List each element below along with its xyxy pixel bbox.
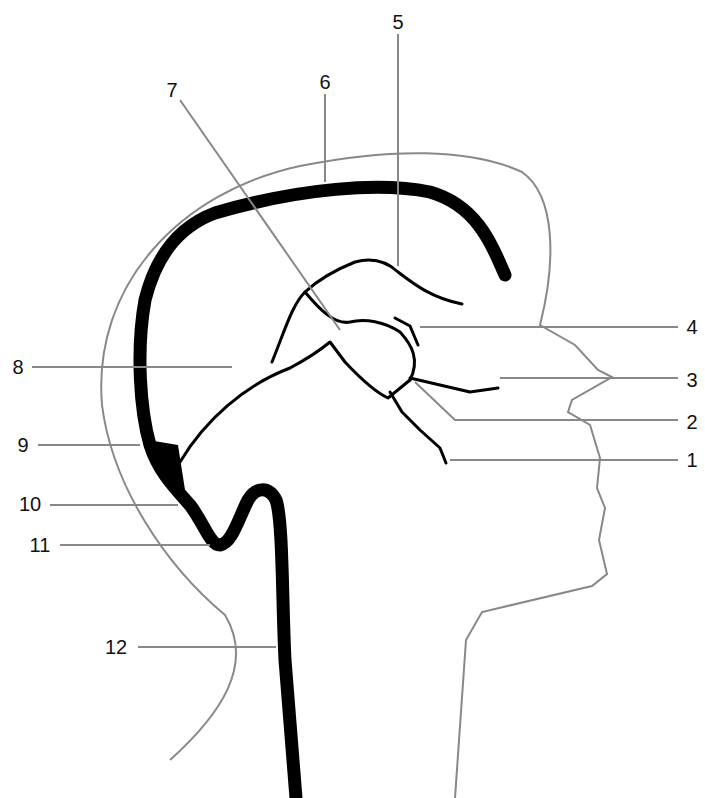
callout-number: 12 (103, 636, 129, 658)
callout-number: 5 (390, 11, 405, 33)
callout-number: 6 (317, 71, 332, 93)
callout-number: 8 (10, 356, 25, 378)
callout-number: 10 (17, 493, 43, 515)
callout-number: 2 (684, 411, 699, 433)
callout-number: 9 (15, 434, 30, 456)
sinus-vessel (140, 187, 505, 798)
leader-lines (32, 34, 678, 647)
callout-number: 7 (164, 79, 179, 101)
cerebral-veins (180, 260, 498, 463)
sinus-confluence (148, 440, 185, 490)
callout-number: 1 (684, 449, 699, 471)
callout-number: 4 (684, 316, 699, 338)
callout-number: 3 (684, 369, 699, 391)
head-outline (101, 153, 612, 798)
callout-number: 11 (28, 534, 53, 556)
